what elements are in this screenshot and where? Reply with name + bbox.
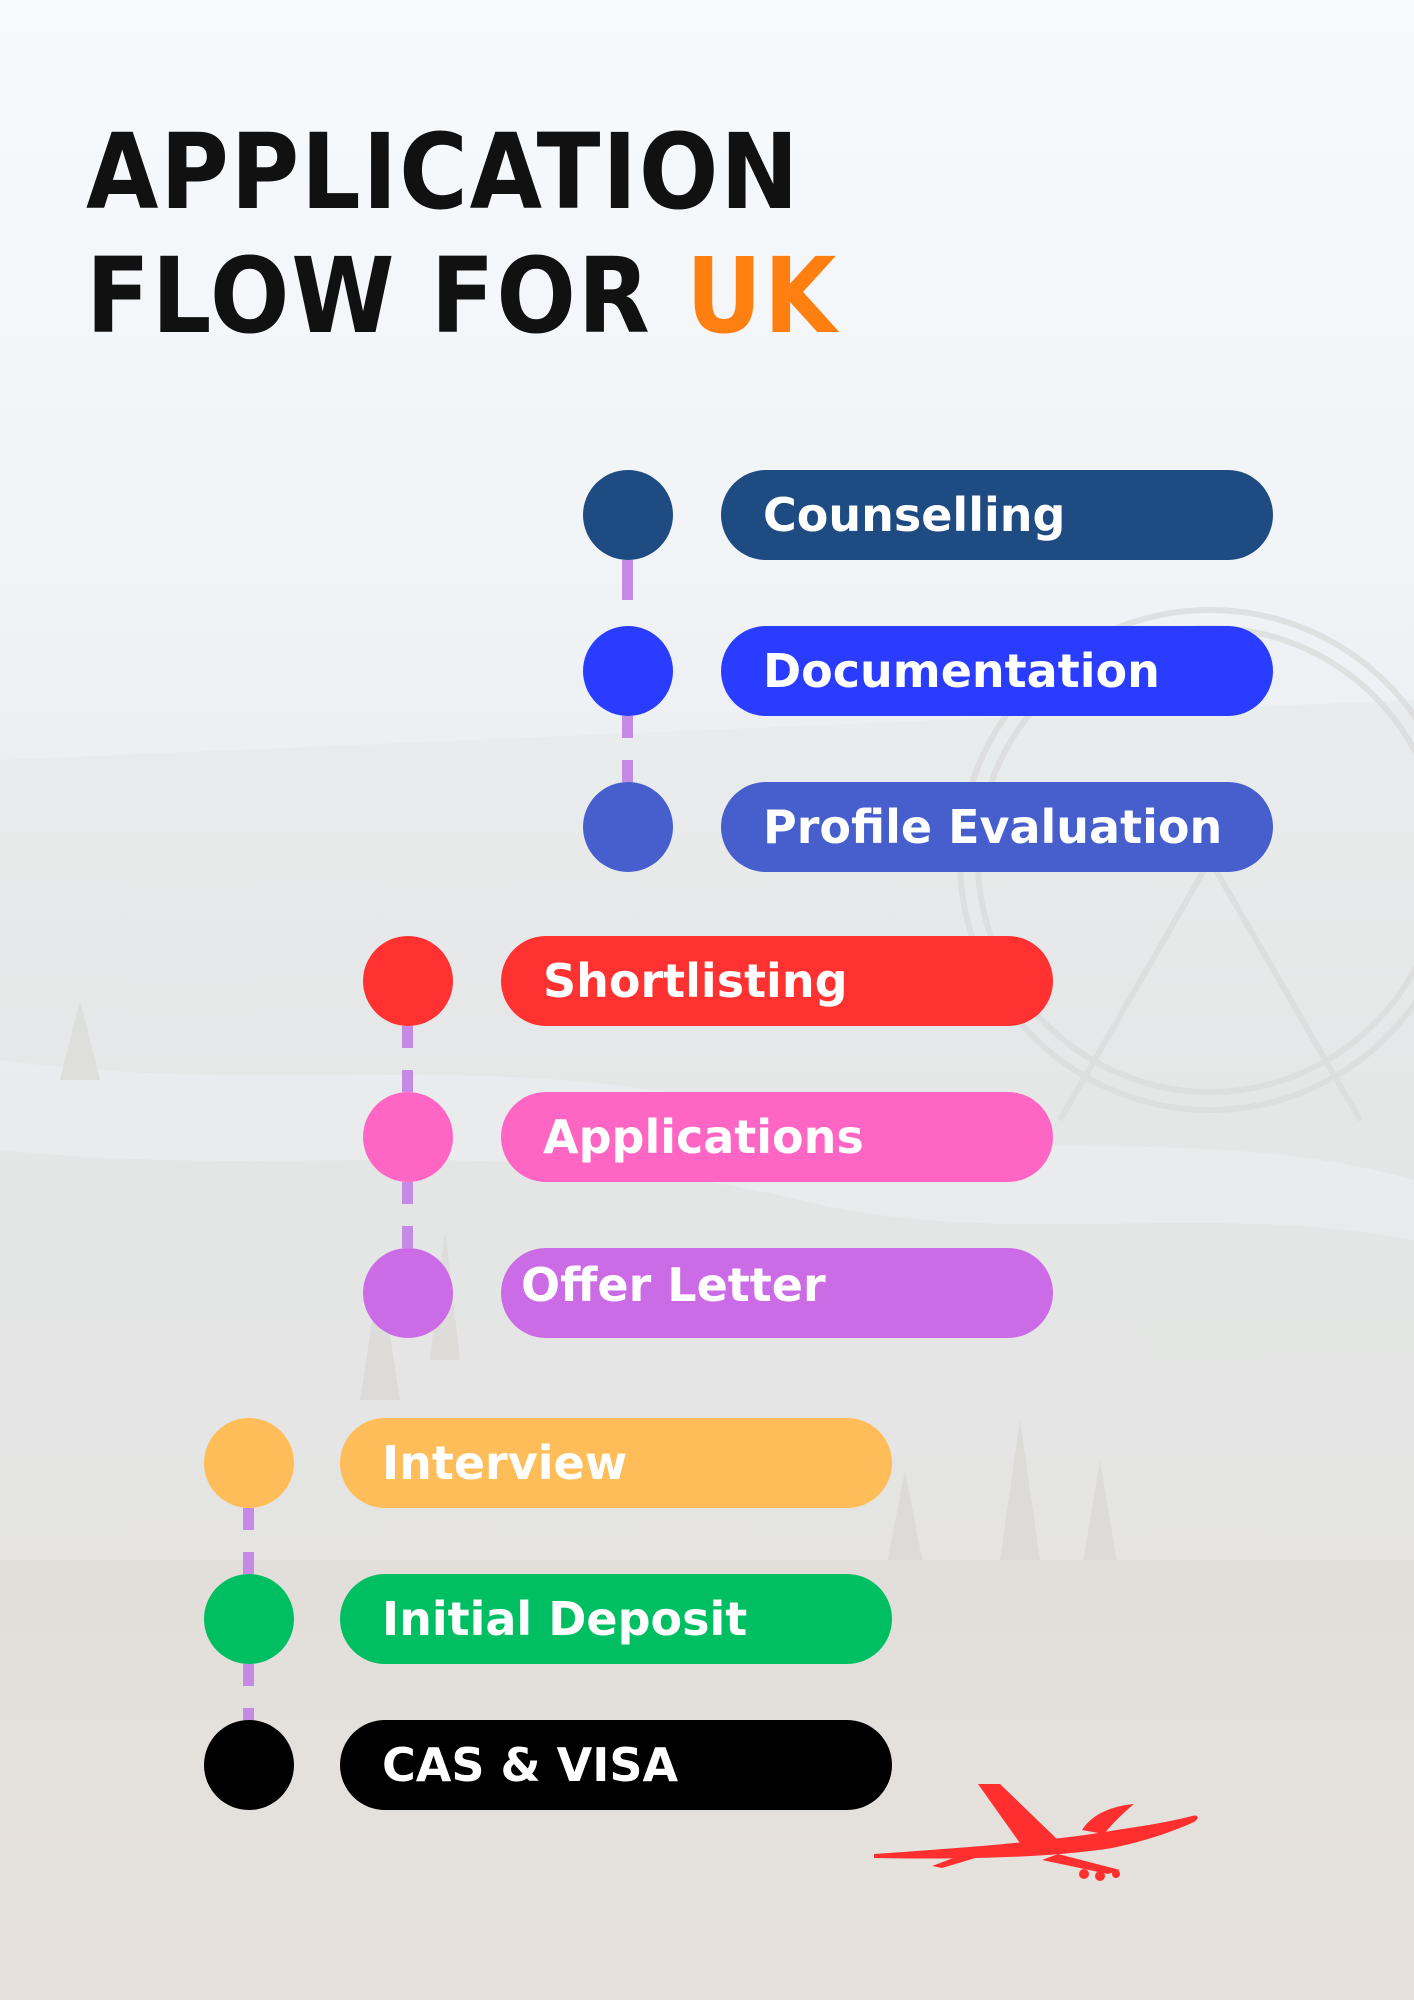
step-dot bbox=[204, 1418, 294, 1508]
step-label: Interview bbox=[340, 1418, 892, 1508]
connector-line bbox=[243, 1508, 254, 1574]
connector-line bbox=[402, 1182, 413, 1248]
step-label: Offer Letter bbox=[501, 1248, 1053, 1338]
step-dot bbox=[583, 470, 673, 560]
connector-line bbox=[243, 1664, 254, 1730]
page-title: APPLICATION FLOW FOR UK bbox=[86, 110, 838, 358]
step-label: Profile Evaluation bbox=[721, 782, 1273, 872]
airplane-icon bbox=[874, 1784, 1198, 1881]
connector-line bbox=[622, 560, 633, 600]
step-dot bbox=[204, 1574, 294, 1664]
title-line-2: FLOW FOR bbox=[86, 235, 687, 357]
step-label: Applications bbox=[501, 1092, 1053, 1182]
step-dot bbox=[363, 1092, 453, 1182]
step-dot bbox=[363, 936, 453, 1026]
step-label: Shortlisting bbox=[501, 936, 1053, 1026]
step-label: Counselling bbox=[721, 470, 1273, 560]
step-label: Initial Deposit bbox=[340, 1574, 892, 1664]
step-label: CAS & VISA bbox=[340, 1720, 892, 1810]
connector-line bbox=[402, 1026, 413, 1092]
title-line-1: APPLICATION bbox=[86, 111, 801, 233]
step-label: Documentation bbox=[721, 626, 1273, 716]
step-dot bbox=[583, 626, 673, 716]
step-dot bbox=[204, 1720, 294, 1810]
step-dot bbox=[583, 782, 673, 872]
step-dot bbox=[363, 1248, 453, 1338]
title-accent: UK bbox=[686, 235, 839, 357]
connector-line bbox=[622, 716, 633, 782]
